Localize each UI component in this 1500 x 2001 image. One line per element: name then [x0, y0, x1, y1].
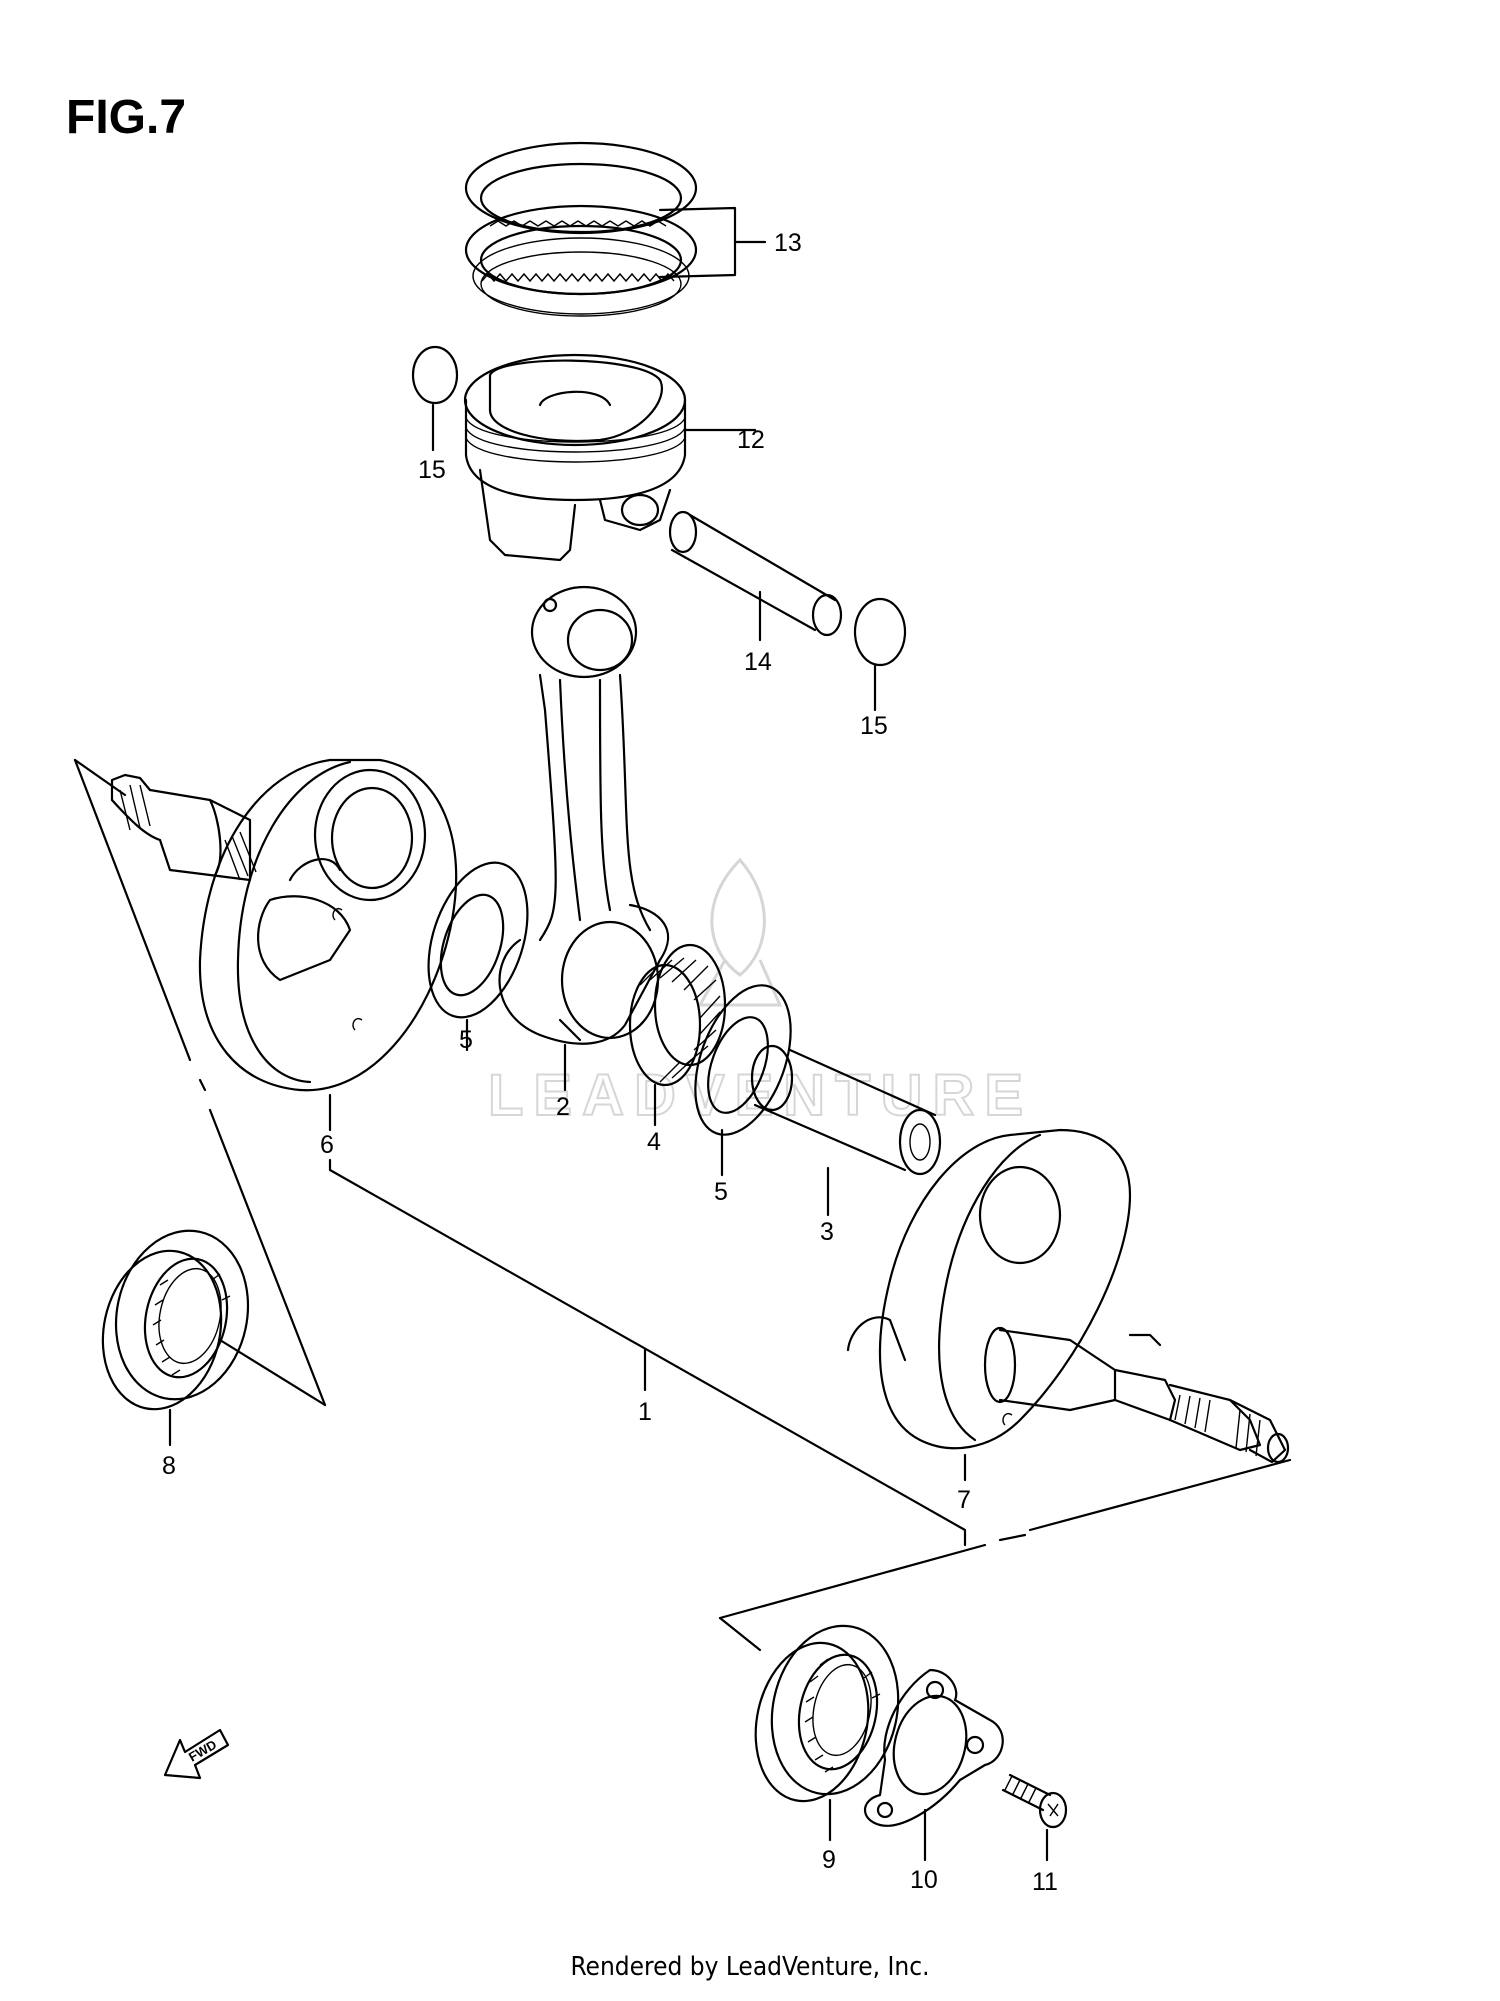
callout-3: 3 [820, 1218, 834, 1246]
retainer-plate [863, 1668, 1004, 1862]
circlip-left [411, 345, 459, 452]
needle-bearing [628, 943, 727, 1127]
connecting-rod [498, 585, 670, 1092]
callout-10: 10 [910, 1866, 938, 1894]
callout-1: 1 [638, 1398, 652, 1426]
callout-7: 7 [957, 1486, 971, 1514]
bearing-left [101, 1229, 327, 1447]
callout-5-right: 5 [714, 1178, 728, 1206]
watermark: LEADVENTURE [487, 857, 1024, 1129]
callout-14: 14 [744, 648, 772, 676]
piston-pin [668, 510, 843, 642]
crankshaft-left-half [110, 758, 967, 1547]
callout-6: 6 [320, 1131, 334, 1159]
callout-9: 9 [822, 1846, 836, 1874]
callout-13: 13 [774, 229, 802, 257]
piston-rings [464, 141, 767, 317]
callout-2: 2 [556, 1093, 570, 1121]
piston [463, 353, 757, 562]
screw [1001, 1773, 1068, 1862]
callout-15-left: 15 [418, 456, 446, 484]
figure-title: FIG.7 [66, 91, 187, 144]
callout-4: 4 [647, 1128, 661, 1156]
callout-11: 11 [1032, 1868, 1058, 1896]
crank-pin [750, 1044, 942, 1217]
callout-12: 12 [737, 426, 765, 454]
circlip-right [853, 597, 907, 712]
callout-5-left: 5 [459, 1026, 473, 1054]
crankshaft-right-half [846, 1128, 1290, 1482]
thrust-washer-right [694, 984, 792, 1177]
callout-8: 8 [162, 1452, 176, 1480]
assembly-bracket [73, 758, 1292, 1652]
callouts: 13 12 15 14 15 5 2 4 6 5 3 1 8 7 9 10 11 [162, 229, 1058, 1896]
footer-credit: Rendered by LeadVenture, Inc. [570, 1952, 930, 1982]
thrust-washer-left [427, 861, 529, 1052]
bearing-right [754, 1624, 900, 1842]
fwd-arrow: FWD [163, 1728, 230, 1780]
callout-15-right: 15 [860, 712, 888, 740]
